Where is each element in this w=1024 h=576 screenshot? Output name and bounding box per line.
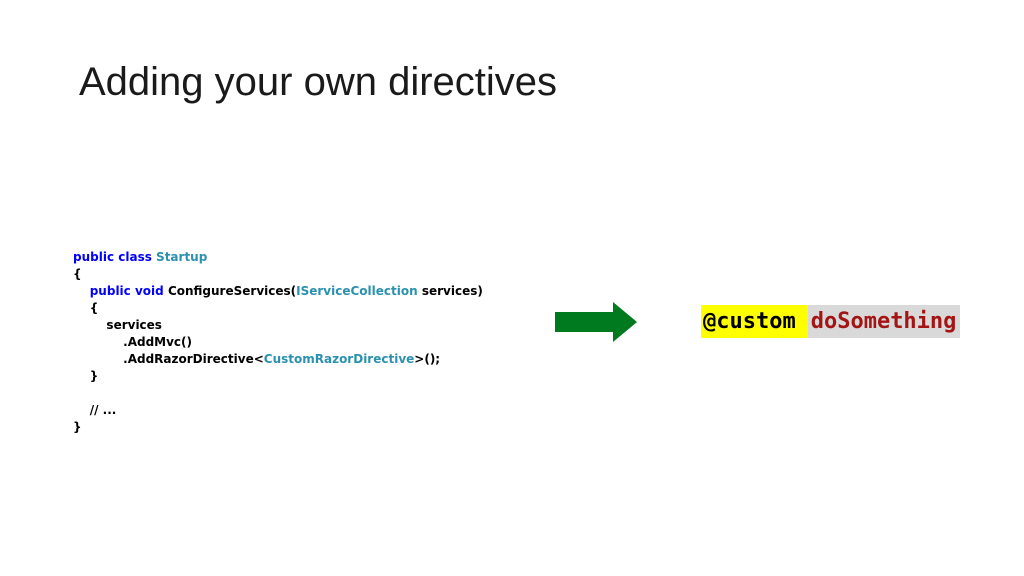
code-comment: // ... xyxy=(89,403,117,417)
arrow-right-icon xyxy=(555,302,637,342)
directive-argument: doSomething xyxy=(810,309,957,334)
code-line: { xyxy=(73,300,483,317)
code-line: } xyxy=(73,419,483,436)
code-snippet: public class Startup{ public void Config… xyxy=(73,249,483,436)
open-brace: { xyxy=(73,267,82,281)
call-suffix: >(); xyxy=(414,352,441,366)
add-razor-directive-call: .AddRazorDirective< xyxy=(123,352,264,366)
code-line: // ... xyxy=(73,402,483,419)
method-name: ConfigureServices( xyxy=(167,284,297,298)
param-type: IServiceCollection xyxy=(296,284,418,298)
code-line: .AddMvc() xyxy=(73,334,483,351)
code-line xyxy=(73,385,483,402)
code-line: services xyxy=(73,317,483,334)
keyword-void: void xyxy=(134,284,164,298)
generic-type: CustomRazorDirective xyxy=(263,352,415,366)
slide-title: Adding your own directives xyxy=(79,60,558,104)
inner-close-brace: } xyxy=(89,369,99,383)
class-name: Startup xyxy=(156,250,208,264)
code-line: } xyxy=(73,368,483,385)
code-line: public void ConfigureServices(IServiceCo… xyxy=(73,283,483,300)
arrow-shape xyxy=(555,302,637,342)
services-identifier: services xyxy=(106,318,162,332)
keyword-public: public xyxy=(89,284,131,298)
close-brace: } xyxy=(73,420,82,434)
add-mvc-call: .AddMvc() xyxy=(123,335,193,349)
razor-directive-example: @custom doSomething xyxy=(701,305,961,338)
code-line: public class Startup xyxy=(73,249,483,266)
directive-token: @custom xyxy=(701,305,808,338)
keyword-class: class xyxy=(118,250,152,264)
keyword-public: public xyxy=(73,250,115,264)
code-line: { xyxy=(73,266,483,283)
param-name: services) xyxy=(417,284,483,298)
code-line: .AddRazorDirective<CustomRazorDirective>… xyxy=(73,351,483,368)
inner-open-brace: { xyxy=(89,301,99,315)
